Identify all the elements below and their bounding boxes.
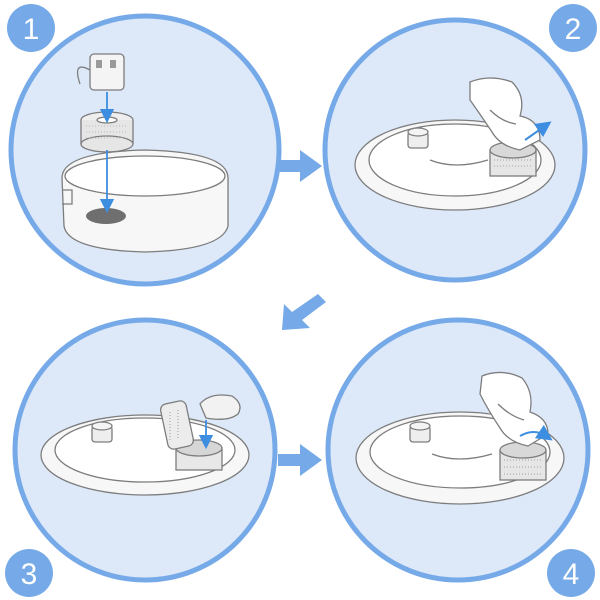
step-3-panel: 3	[5, 317, 278, 597]
step-3-badge	[5, 549, 53, 597]
step-2-badge	[549, 4, 597, 52]
step-3-number: 3	[21, 558, 38, 591]
arrow-2-to-3	[282, 294, 326, 330]
step-1-number: 1	[23, 13, 40, 46]
step-1-badge	[7, 4, 55, 52]
step-4-badge	[547, 549, 595, 597]
step-2-number: 2	[565, 13, 582, 46]
step-2-panel: 2	[322, 4, 597, 283]
step-4-number: 4	[563, 558, 580, 591]
arrow-3-to-4	[278, 444, 322, 476]
arrow-1-to-2	[278, 150, 322, 182]
hand-remove-filter-icon	[354, 77, 556, 211]
pump-filter-insert-icon	[61, 53, 229, 253]
open-filter-cover-icon	[40, 394, 250, 496]
step-1-panel: 1	[7, 4, 282, 287]
hand-install-filter-icon	[355, 371, 565, 505]
step-4-panel: 4	[325, 317, 595, 597]
